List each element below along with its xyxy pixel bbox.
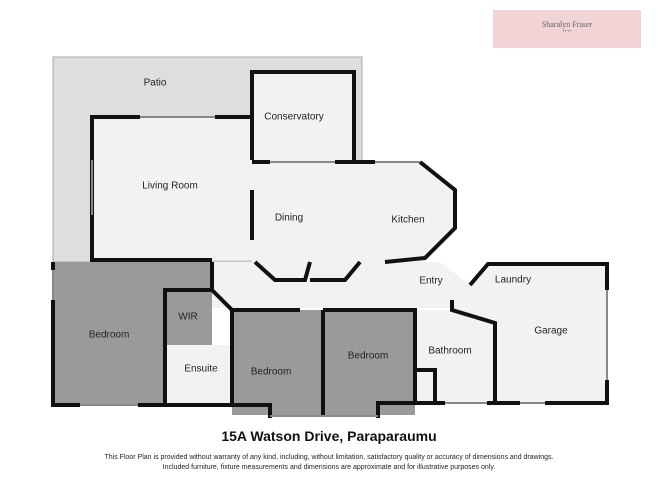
room-label-bedroom-2: Bedroom (250, 366, 292, 378)
room-label-living-room: Living Room (142, 180, 198, 192)
room-label-bathroom: Bathroom (428, 345, 472, 357)
wir-floor (165, 290, 212, 345)
bedroom-3-floor (323, 310, 415, 415)
living-room-floor (92, 117, 252, 260)
ensuite-cutout (165, 345, 232, 405)
windows (52, 116, 608, 417)
room-label-laundry: Laundry (494, 274, 532, 286)
room-label-garage: Garage (534, 325, 568, 337)
room-label-patio: Patio (143, 77, 167, 89)
room-label-dining: Dining (274, 212, 304, 224)
garage-floor (452, 264, 607, 403)
disclaimer-line-2: Included furniture, fixture measurements… (162, 464, 496, 471)
room-label-kitchen: Kitchen (391, 214, 425, 226)
walls (51, 70, 609, 418)
room-label-wir: WIR (178, 311, 198, 323)
logo-name: Sharalyn Fraser (541, 20, 593, 29)
dining-kitchen-floor (252, 162, 455, 262)
agent-logo: Sharalyn Fraser ᐩᐩᐩᐩ (493, 10, 641, 48)
room-label-ensuite: Ensuite (184, 363, 218, 375)
conservatory-floor (252, 72, 354, 162)
room-label-entry: Entry (419, 275, 443, 287)
bedroom-2-floor (232, 310, 323, 415)
room-label-conservatory: Conservatory (264, 111, 324, 123)
entry-floor (212, 262, 470, 308)
logo-sub: ᐩᐩᐩᐩ (562, 30, 572, 36)
disclaimer-line-1: This Floor Plan is provided without warr… (104, 454, 554, 461)
room-label-bedroom-1: Bedroom (88, 329, 130, 341)
bathroom-floor (415, 310, 495, 403)
room-label-bedroom-3: Bedroom (347, 350, 389, 362)
property-address-title: 15A Watson Drive, Paraparaumu (221, 428, 437, 444)
